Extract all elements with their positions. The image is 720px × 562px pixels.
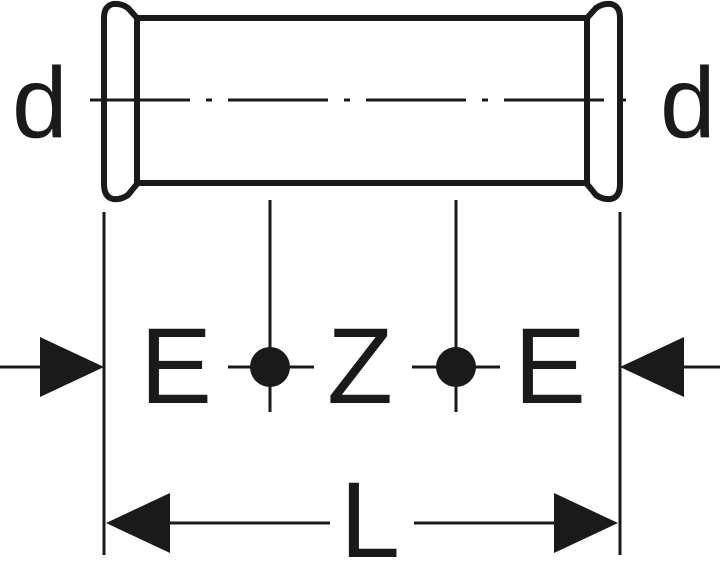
label-diameter-right: d [660, 47, 716, 159]
label-diameter-left: d [12, 47, 68, 159]
coupling-left-socket [101, 0, 140, 203]
outside-arrows [0, 337, 720, 397]
outside-arrow-right-head [620, 337, 684, 397]
outside-arrow-left-head [40, 337, 104, 397]
length-arrow-left-head [106, 493, 170, 553]
label-center-gap: Z [327, 305, 393, 426]
label-insertion-right: E [514, 305, 586, 426]
coupling-body [101, 0, 623, 203]
length-arrow-right-head [554, 493, 618, 553]
extension-lines [102, 200, 622, 555]
reference-point-right-dot [436, 347, 476, 387]
coupling-right-socket [584, 0, 623, 203]
reference-point-left-dot [250, 347, 290, 387]
label-overall-length: L [340, 459, 400, 562]
length-dimension [106, 493, 618, 553]
label-insertion-left: E [140, 305, 212, 426]
